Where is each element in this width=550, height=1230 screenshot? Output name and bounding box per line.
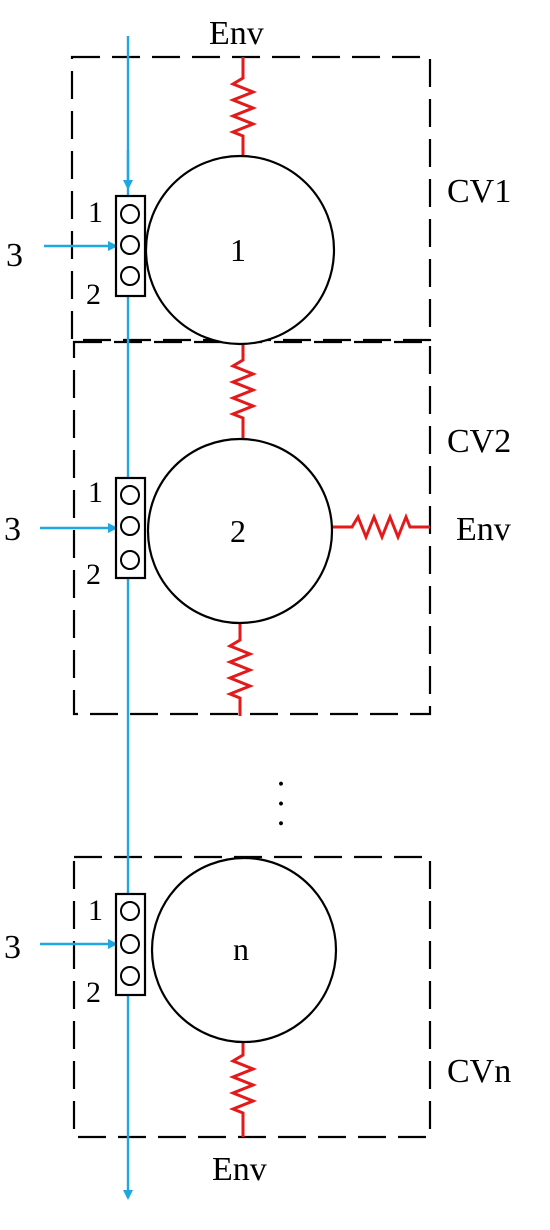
cvn-box [72, 855, 432, 1139]
inlet-label-cv2: 3 [4, 511, 21, 548]
cv1-label: CV1 [447, 173, 511, 210]
port-block-cvn [114, 892, 147, 997]
node-label-n: n [233, 931, 249, 967]
port-label-cvn-bottom: 2 [86, 976, 101, 1009]
env-label-top: Env [209, 15, 264, 52]
node-label-1: 1 [230, 232, 246, 268]
port-block-cv2 [114, 476, 147, 580]
env-label-bottom: Env [212, 1151, 267, 1188]
resistor-cv2-down [225, 621, 255, 716]
port-label-cv2-bottom: 2 [86, 558, 101, 591]
port-label-cvn-top: 1 [88, 894, 103, 927]
port-label-cv2-top: 1 [88, 476, 103, 509]
node-label-2: 2 [230, 513, 246, 549]
ellipsis-dots: · · · [262, 778, 299, 829]
port-block-cv1 [114, 194, 147, 298]
inlet-label-cv1: 3 [6, 237, 23, 274]
resistor-cvn-env [228, 1037, 258, 1137]
port-label-cv1-bottom: 2 [86, 278, 101, 311]
resistor-cv2-env [330, 512, 430, 542]
node-circle-n [150, 856, 338, 1044]
cvn-label: CVn [447, 1053, 511, 1090]
resistor-cv1-cv2 [228, 340, 258, 438]
inlet-label-cvn: 3 [4, 929, 21, 966]
port-label-cv1-top: 1 [88, 196, 103, 229]
env-label-mid: Env [456, 511, 511, 548]
node-circle-2 [146, 437, 334, 625]
cv2-label: CV2 [447, 423, 511, 460]
resistor-env-top [228, 57, 258, 157]
